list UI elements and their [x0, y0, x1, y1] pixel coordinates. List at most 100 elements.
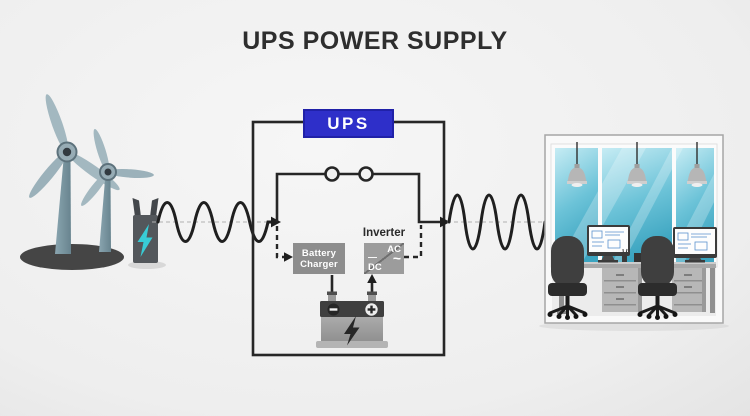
bypass-line — [275, 172, 441, 224]
lightning-bolt-icon — [344, 316, 360, 346]
charger-input-dashed-line — [275, 226, 286, 259]
pendant-lamp — [627, 142, 647, 187]
screen-doodles — [677, 232, 711, 251]
pen — [625, 248, 628, 255]
drawer-handle — [616, 286, 624, 288]
plug-prong — [132, 198, 141, 217]
chair-back — [551, 236, 584, 287]
lamp-shade-rim — [567, 181, 587, 184]
drawer-handle — [616, 298, 624, 300]
battery-icon — [316, 291, 388, 348]
battery-base — [316, 341, 388, 348]
inverter-ac-text: AC — [387, 244, 401, 255]
desk-top-highlight — [556, 262, 650, 264]
chair-base — [638, 304, 677, 318]
switch-contact-right — [358, 166, 374, 182]
ups-label-text: UPS — [327, 113, 370, 133]
lamp-cap — [694, 164, 700, 168]
battery-terminal-cap — [367, 291, 377, 295]
office-scene — [539, 134, 729, 331]
battery-terminal — [328, 293, 336, 303]
inverter-box: AC ~ — DC — [364, 243, 404, 274]
drawer-line — [674, 304, 702, 306]
inverter-label: Inverter — [362, 227, 406, 239]
lightning-bolt-icon — [137, 224, 153, 257]
monitor — [587, 225, 641, 263]
ground-mound — [20, 244, 124, 270]
input-signal — [152, 201, 281, 243]
drawer-line — [604, 280, 636, 282]
pendant-lamp — [687, 142, 707, 187]
wind-turbine-small — [81, 128, 154, 252]
desk-top — [650, 262, 716, 268]
desk-top — [556, 262, 650, 268]
lamp-bulb — [571, 183, 583, 187]
dc-bar-symbol: — — [368, 252, 377, 262]
drawer-line — [604, 304, 636, 306]
charger-input-arrowhead — [284, 252, 293, 262]
turbine-blade — [45, 94, 69, 153]
lamp-shade — [567, 168, 587, 184]
inverter-dc-text: DC — [368, 262, 382, 273]
monitor-base — [598, 260, 618, 263]
turbine-hub-center — [62, 147, 72, 157]
pen — [622, 248, 624, 255]
monitor-base — [685, 260, 705, 263]
office-chair — [637, 236, 678, 320]
pendant-lamp — [567, 142, 587, 187]
turbine-blade — [93, 128, 110, 174]
plug-prong — [150, 198, 159, 217]
chair-back — [641, 236, 674, 287]
inverter-output-dashed-line — [404, 225, 423, 259]
battery-charger-label-line2: Charger — [300, 258, 338, 270]
monitor-stand — [601, 255, 615, 261]
battery-terminal — [368, 293, 376, 303]
battery-charger-label-line1: Battery — [301, 247, 337, 259]
turbine-tower — [55, 160, 71, 254]
drawer-line — [604, 292, 636, 294]
lamp-cap — [634, 164, 640, 168]
minus-bar — [329, 308, 338, 311]
plus-bar-v — [370, 305, 373, 314]
drawer-handle — [616, 274, 624, 276]
lamp-bulb — [691, 183, 703, 187]
turbine-tower — [99, 180, 111, 252]
chair-wheels — [547, 312, 588, 320]
chair-post — [565, 296, 570, 307]
output-signal — [447, 193, 547, 251]
screen-doodles — [591, 230, 624, 249]
input-sine-wave — [156, 201, 275, 243]
turbine-blade — [29, 151, 68, 198]
lamp-shade — [687, 168, 707, 184]
lamp-shade — [627, 168, 647, 184]
drawer-line — [674, 292, 702, 294]
power-plug — [128, 198, 166, 269]
battery-charger-box: Battery Charger — [293, 243, 345, 274]
page-title: UPS POWER SUPPLY — [242, 27, 508, 55]
desk-top-highlight — [650, 262, 716, 264]
chair-post — [655, 296, 660, 307]
output-arrowhead — [440, 216, 450, 228]
lamp-bulb — [631, 183, 643, 187]
lamp-shade-rim — [627, 181, 647, 184]
wind-turbines — [20, 94, 154, 270]
office-chair — [547, 236, 588, 320]
monitor — [673, 227, 717, 263]
pendant-lamps — [567, 142, 707, 187]
ac-wave-symbol: ~ — [392, 250, 401, 266]
desk-leg — [710, 268, 715, 313]
chair-base — [548, 304, 587, 318]
drawer-handle — [684, 274, 692, 276]
lamp-shade-rim — [687, 181, 707, 184]
coffee-cup — [634, 253, 641, 262]
ups-label: UPS — [303, 109, 394, 138]
drawer-unit-side — [702, 268, 706, 312]
drawer-line — [674, 280, 702, 282]
chair-seat — [638, 283, 677, 296]
drawer-handle — [684, 286, 692, 288]
battery-terminal-cap — [327, 291, 337, 295]
turbine-blade — [107, 169, 154, 178]
desk — [650, 262, 716, 313]
